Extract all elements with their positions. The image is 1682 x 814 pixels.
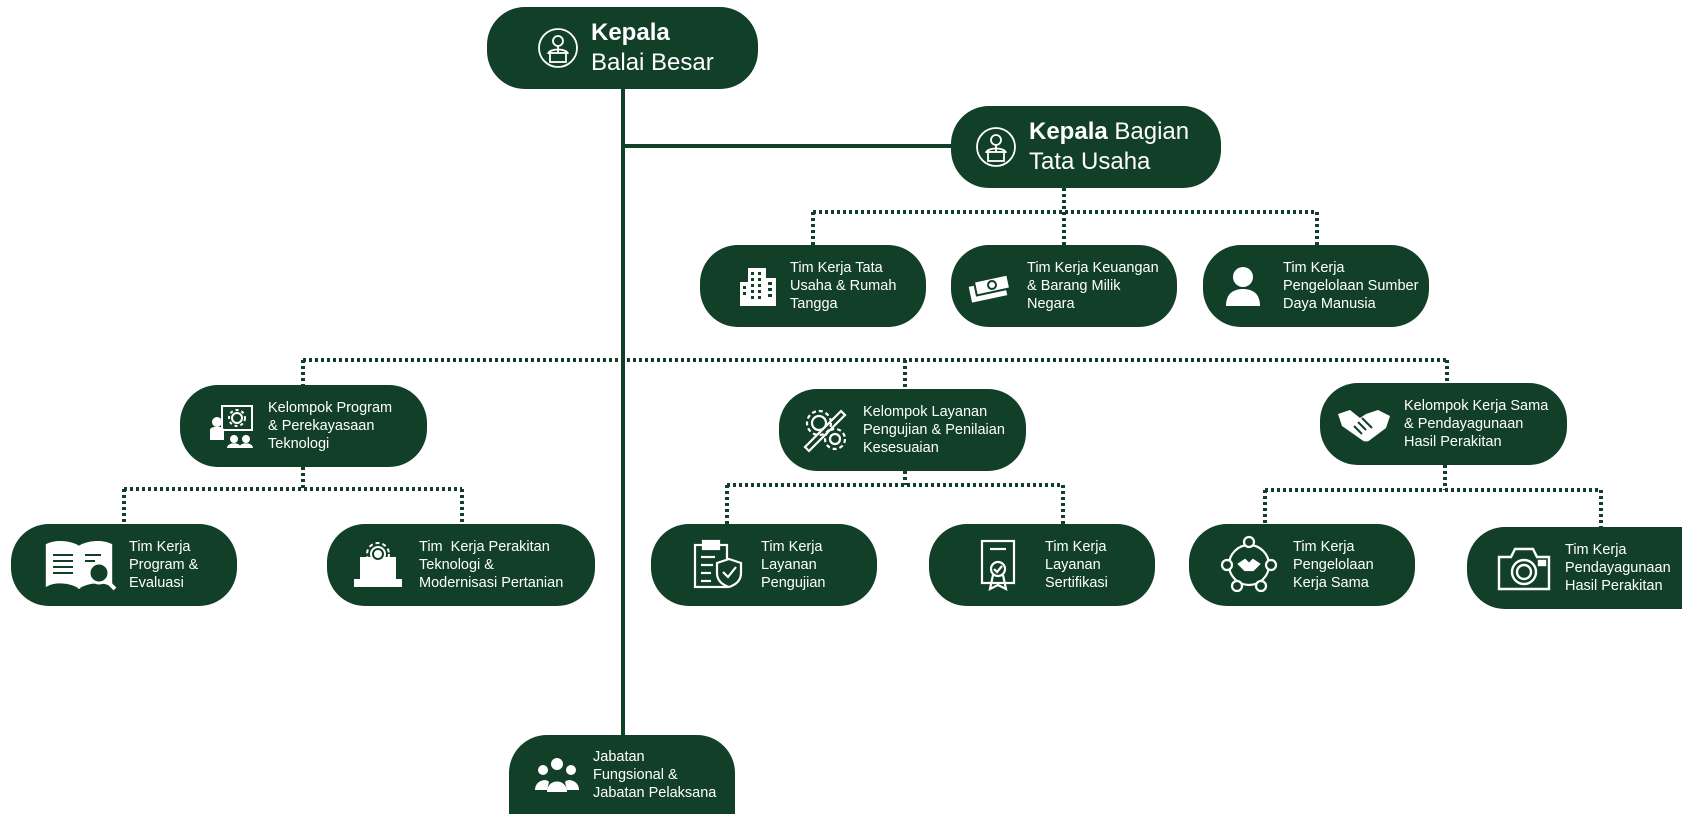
- node-tim-program-evaluasi: Tim Kerja Program & Evaluasi: [11, 524, 237, 606]
- head-title-bold: Kepala: [591, 19, 670, 46]
- node-jabatan-fungsional: Jabatan Fungsional & Jabatan Pelaksana: [509, 735, 735, 814]
- presenter-icon: [975, 126, 1017, 168]
- node-label-line: Layanan: [1045, 557, 1101, 573]
- node-kepala-bagian-tata-usaha: Kepala Bagian Tata Usaha: [951, 106, 1221, 188]
- handshake-icon: [1336, 404, 1392, 444]
- node-label-line: Fungsional &: [593, 766, 678, 783]
- presenter-icon: [537, 27, 579, 69]
- team-cycle-icon: [1219, 534, 1279, 596]
- node-tim-sertifikasi: Tim Kerja Layanan Sertifikasi: [929, 524, 1155, 606]
- node-kelompok-program: Kelompok Program & Perekayasaan Teknolog…: [180, 385, 427, 467]
- admin-title-bold: Kepala: [1029, 118, 1108, 145]
- node-label-line: Tim Kerja: [1283, 260, 1345, 276]
- node-label-line: Tim Kerja: [1293, 539, 1355, 555]
- node-label-line: Tim Kerja: [1045, 539, 1107, 555]
- node-label-line: Evaluasi: [129, 575, 184, 591]
- node-label-line: Pengujian: [761, 575, 826, 591]
- node-kelompok-kerja-sama: Kelompok Kerja Sama & Pendayagunaan Hasi…: [1320, 383, 1567, 465]
- node-label-line: Tim Kerja: [129, 539, 191, 555]
- node-label-line: Tim Kerja: [1565, 542, 1627, 558]
- node-tim-hasil-perakitan: Tim Kerja Pendayagunaan Hasil Perakitan: [1467, 527, 1682, 609]
- group-icon: [535, 756, 579, 794]
- certificate-icon: [979, 539, 1017, 591]
- node-tim-tata-usaha: Tim Kerja Tata Usaha & Rumah Tangga: [700, 245, 926, 327]
- node-label-line: Kelompok Program: [268, 400, 393, 416]
- node-label-line: Pengujian & Penilaian: [863, 422, 1005, 438]
- node-label-line: Pengelolaan: [1293, 557, 1374, 573]
- node-label-line: Pengelolaan Sumber: [1283, 278, 1419, 294]
- node-label-line: & Pendayagunaan: [1404, 416, 1524, 432]
- node-label-line: Hasil Perakitan: [1565, 578, 1663, 594]
- node-label-line: Tangga: [790, 296, 838, 312]
- node-label-line: Usaha & Rumah: [790, 278, 897, 294]
- person-icon: [1223, 265, 1263, 307]
- node-label-line: Kesesuaian: [863, 440, 939, 456]
- node-label-line: Tim Kerja: [761, 539, 823, 555]
- building-icon: [738, 264, 778, 308]
- head-title-rest: Balai Besar: [591, 49, 714, 76]
- node-label-line: Daya Manusia: [1283, 296, 1376, 312]
- node-label-line: Kelompok Kerja Sama: [1404, 398, 1549, 414]
- node-label-line: Tim Kerja Keuangan: [1027, 260, 1159, 276]
- book-search-icon: [43, 539, 117, 591]
- node-label-line: Hasil Perakitan: [1404, 434, 1502, 450]
- node-label-line: Jabatan: [593, 748, 645, 765]
- presentation-gear-icon: [208, 402, 256, 450]
- node-label-line: Negara: [1027, 296, 1075, 312]
- gear-wrench-icon: [801, 405, 851, 455]
- clipboard-shield-icon: [691, 539, 743, 591]
- node-label-line: Program &: [129, 557, 199, 573]
- laptop-gear-icon: [353, 540, 403, 590]
- node-kelompok-layanan: Kelompok Layanan Pengujian & Penilaian K…: [779, 389, 1026, 471]
- money-icon: [967, 266, 1015, 306]
- node-tim-kerja-sama: Tim Kerja Pengelolaan Kerja Sama: [1189, 524, 1415, 606]
- node-label-line: Teknologi &: [419, 557, 494, 573]
- node-tim-pengujian: Tim Kerja Layanan Pengujian: [651, 524, 877, 606]
- node-label-line: Tim Kerja Tata: [790, 260, 883, 276]
- node-kepala-balai-besar: Kepala Balai Besar: [487, 7, 758, 89]
- admin-title-rest-a: Bagian: [1107, 118, 1190, 145]
- node-tim-perakitan: Tim Kerja Perakitan Teknologi & Modernis…: [327, 524, 595, 606]
- node-label-line: Tim Kerja Perakitan: [419, 539, 550, 555]
- node-label-line: & Perekayasaan: [268, 418, 375, 434]
- node-tim-keuangan: Tim Kerja Keuangan & Barang Milik Negara: [951, 245, 1177, 327]
- node-label-line: Kerja Sama: [1293, 575, 1369, 591]
- node-label-line: Layanan: [761, 557, 817, 573]
- node-label-line: Teknologi: [268, 436, 330, 452]
- admin-title-rest-b: Tata Usaha: [1029, 148, 1151, 175]
- node-tim-sdm: Tim Kerja Pengelolaan Sumber Daya Manusi…: [1203, 245, 1429, 327]
- node-label-line: Kelompok Layanan: [863, 404, 988, 420]
- node-label-line: Sertifikasi: [1045, 575, 1108, 591]
- node-label-line: Modernisasi Pertanian: [419, 575, 564, 591]
- node-label-line: & Barang Milik: [1027, 278, 1121, 294]
- node-label-line: Pendayagunaan: [1565, 560, 1671, 576]
- camera-icon: [1495, 543, 1553, 593]
- node-label-line: Jabatan Pelaksana: [593, 784, 717, 801]
